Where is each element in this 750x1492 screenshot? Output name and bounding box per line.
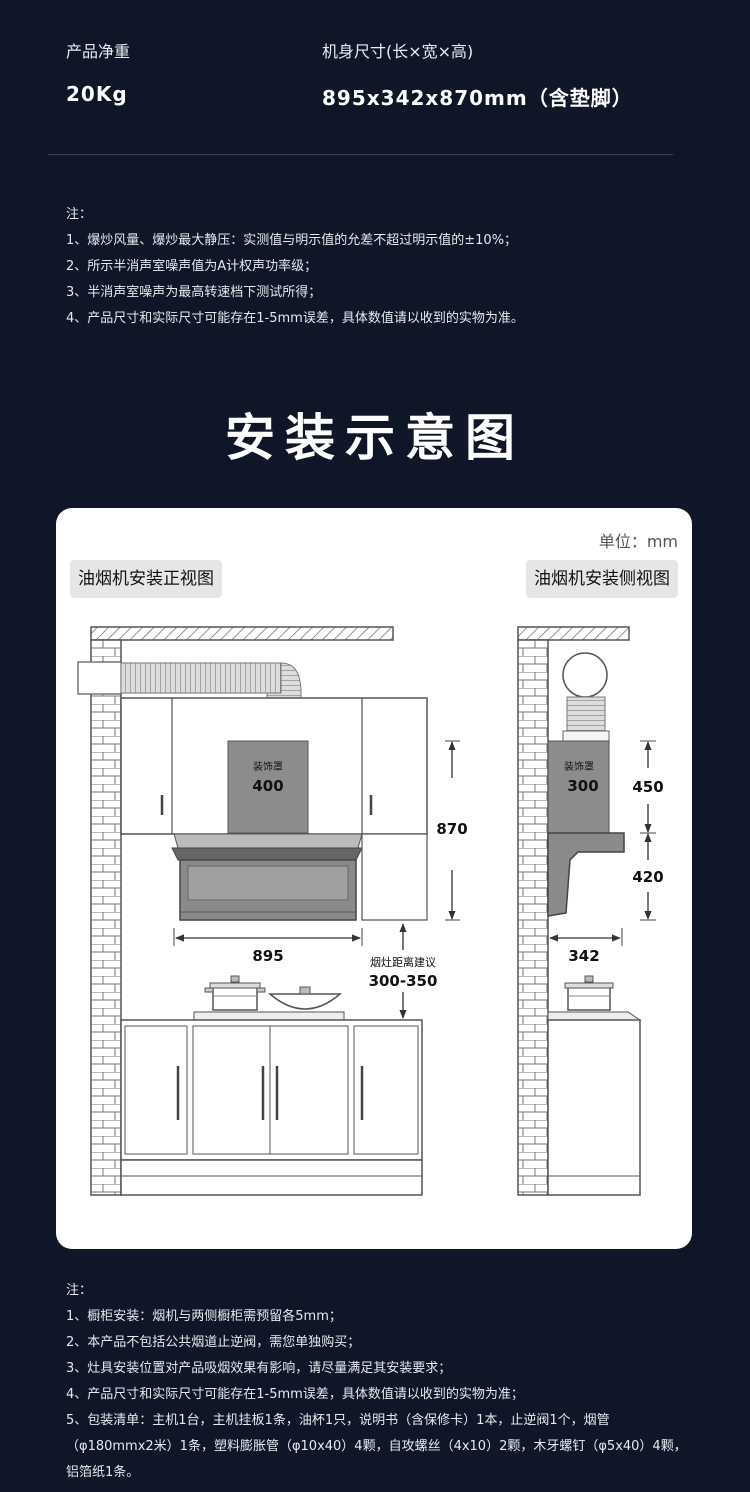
duct-horizontal xyxy=(120,662,282,694)
side-cover-label: 装饰罩 xyxy=(564,760,594,773)
front-height-dim: 870 xyxy=(436,820,467,838)
spec-size-label: 机身尺寸(长×宽×高) xyxy=(322,42,474,61)
wok-icon xyxy=(267,993,343,1010)
front-view: 装饰罩 400 870 895 烟灶距离建议 300-350 xyxy=(77,626,468,1196)
front-width-dim: 895 xyxy=(252,947,283,965)
installation-diagram: 装饰罩 400 870 895 烟灶距离建议 300-350 xyxy=(77,626,664,1196)
unit-label: 单位：mm xyxy=(598,532,678,551)
side-stove xyxy=(547,1011,642,1021)
cabinet-base xyxy=(120,1159,423,1196)
side-upper-dim: 450 xyxy=(632,778,663,796)
side-wall xyxy=(517,639,549,1196)
side-duct xyxy=(566,696,606,734)
front-cover-width: 400 xyxy=(252,777,283,795)
front-view-title: 油烟机安装正视图 xyxy=(70,560,222,598)
section-title: 安装示意图 xyxy=(225,409,525,467)
pot-icon xyxy=(204,975,266,1011)
wall-opening xyxy=(77,661,122,695)
diagram-card: 装饰罩 400 870 895 烟灶距离建议 300-350 xyxy=(56,508,692,1249)
side-lower-dim: 420 xyxy=(632,868,663,886)
front-cover-label: 装饰罩 xyxy=(253,760,283,773)
side-cover-width: 300 xyxy=(567,777,598,795)
side-duct-opening xyxy=(562,652,608,698)
side-cabinet xyxy=(361,833,428,921)
notes-top-item: 3、半消声室噪声为最高转速档下测试所得； xyxy=(66,285,322,300)
side-view-title: 油烟机安装侧视图 xyxy=(526,560,678,598)
spec-weight: 产品净重 20Kg xyxy=(66,38,130,106)
hood-top xyxy=(173,833,363,849)
side-lower-cabinet xyxy=(547,1019,641,1196)
side-depth-dim: 342 xyxy=(568,947,599,965)
front-wall xyxy=(90,639,122,1196)
notes-bottom-heading: 注： xyxy=(66,1283,93,1298)
notes-bottom-item: 3、灶具安装位置对产品吸烟效果有影响，请尽量满足其安装要求； xyxy=(66,1361,452,1376)
spec-weight-value: 20Kg xyxy=(66,82,128,106)
notes-top: 注： 1、爆炒风量、爆炒最大静压：实测值与明示值的允差不超过明示值的±10%； … xyxy=(66,202,524,332)
side-pot-icon xyxy=(564,975,614,1011)
spec-divider xyxy=(48,154,673,155)
notes-top-item: 2、所示半消声室噪声值为A计权声功率级； xyxy=(66,259,318,274)
side-ceiling xyxy=(517,626,630,641)
notes-bottom: 注： 1、橱柜安装：烟机与两侧橱柜需预留各5mm； 2、本产品不包括公共烟道止逆… xyxy=(66,1278,696,1486)
stove xyxy=(193,1011,345,1021)
spec-weight-label: 产品净重 xyxy=(66,42,131,61)
distance-value: 300-350 xyxy=(369,972,438,990)
notes-top-item: 4、产品尺寸和实际尺寸可能存在1-5mm误差，具体数值请以收到的实物为准。 xyxy=(66,311,524,326)
hood-panel xyxy=(171,847,363,861)
notes-top-heading: 注： xyxy=(66,207,93,222)
distance-label: 烟灶距离建议 xyxy=(370,955,436,969)
side-view: 装饰罩 300 450 420 342 xyxy=(517,626,664,1196)
side-hood xyxy=(547,832,625,917)
front-cover xyxy=(227,740,309,834)
spec-size-value: 895x342x870mm（含垫脚） xyxy=(322,86,633,110)
notes-bottom-item: 2、本产品不包括公共烟道止逆阀，需您单独购买； xyxy=(66,1335,361,1350)
notes-bottom-item: 5、包装清单：主机1台，主机挂板1条，油杯1只，说明书（含保修卡）1本，止逆阀1… xyxy=(66,1413,687,1480)
notes-bottom-item: 1、橱柜安装：烟机与两侧橱柜需预留各5mm； xyxy=(66,1309,342,1324)
front-ceiling xyxy=(90,626,394,641)
spec-size: 机身尺寸(长×宽×高) 895x342x870mm（含垫脚） xyxy=(322,38,633,111)
notes-bottom-item: 4、产品尺寸和实际尺寸可能存在1-5mm误差，具体数值请以收到的实物为准； xyxy=(66,1387,524,1402)
side-cover xyxy=(547,740,610,834)
notes-top-item: 1、爆炒风量、爆炒最大静压：实测值与明示值的允差不超过明示值的±10%； xyxy=(66,233,518,248)
